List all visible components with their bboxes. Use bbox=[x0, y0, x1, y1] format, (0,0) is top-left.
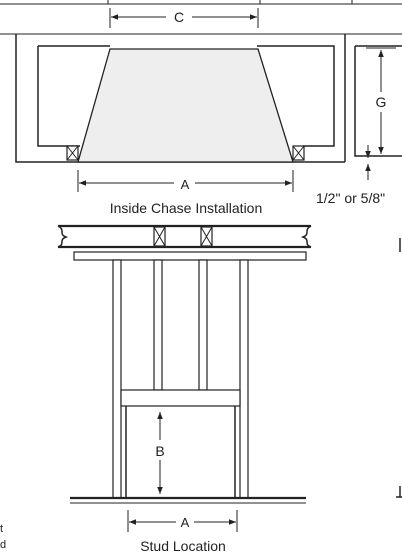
dim-a-top-label: A bbox=[181, 177, 190, 192]
joist-block-right-x2 bbox=[200, 226, 213, 247]
left-edge-fragment-2: d bbox=[0, 539, 6, 551]
left-edge-fragment-1: t bbox=[0, 523, 3, 535]
stud-blocking bbox=[120, 389, 241, 407]
top-plate bbox=[73, 251, 307, 261]
stud-1 bbox=[112, 259, 122, 499]
wood-block-right-x2 bbox=[292, 145, 305, 161]
right-wall-box bbox=[354, 45, 402, 157]
wood-block-left-x2 bbox=[66, 145, 79, 161]
dim-g-label: G bbox=[376, 94, 387, 110]
caption-stud-location: Stud Location bbox=[140, 538, 226, 554]
range-hood bbox=[77, 48, 294, 163]
gap-note: 1/2" or 5/8" bbox=[316, 190, 385, 206]
stud-3 bbox=[198, 259, 208, 391]
left-break-symbol bbox=[57, 225, 69, 248]
stud-4 bbox=[239, 259, 249, 499]
right-break-symbol bbox=[300, 225, 312, 248]
dim-a-bottom-label: A bbox=[181, 515, 190, 530]
joist-block-left-x2 bbox=[153, 226, 166, 247]
chase-section: C G A 1/2" or 5/8" bbox=[0, 0, 402, 216]
left-cabinet bbox=[37, 45, 110, 147]
caption-inside-chase: Inside Chase Installation bbox=[110, 200, 263, 216]
stud-2 bbox=[153, 259, 163, 391]
stud-section: B A Stud Location bbox=[57, 224, 402, 554]
dim-b-label: B bbox=[155, 443, 164, 459]
right-cabinet bbox=[257, 45, 335, 147]
dim-c-label: C bbox=[174, 9, 184, 25]
